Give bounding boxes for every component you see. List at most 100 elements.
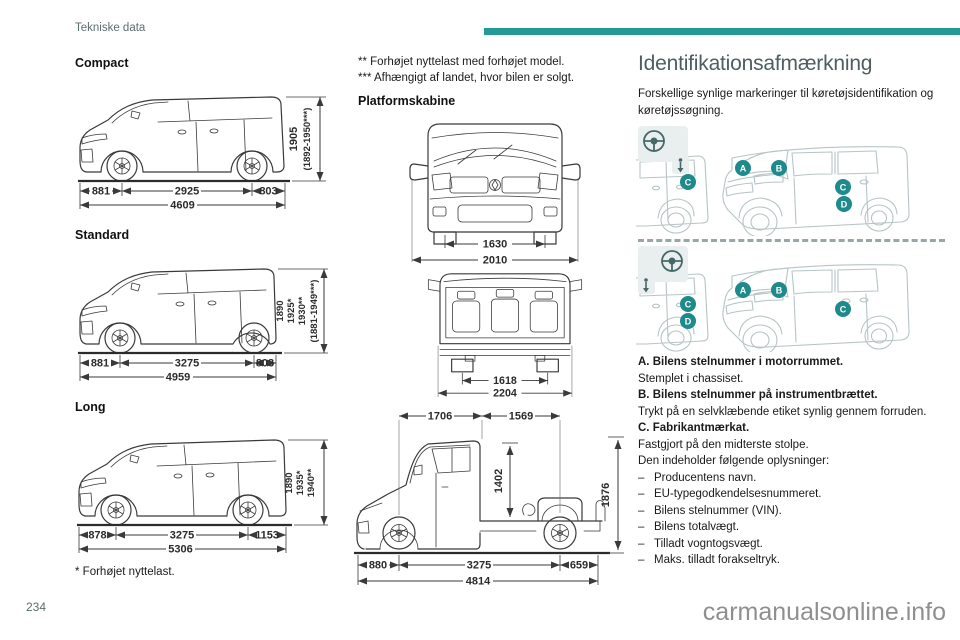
platform-cab-art (356, 440, 606, 550)
dim-total-height: 1876 (600, 483, 612, 507)
dim-rear-overhang: 803 (259, 186, 277, 198)
dash-bullet: – (638, 537, 645, 550)
dash-bullet: – (638, 554, 645, 566)
hood-arrow-icon (677, 158, 684, 173)
front-view-dimensions: 1630 2010 (411, 180, 579, 267)
svg-text:A: A (740, 163, 747, 173)
dim-front-overhang: 880 (369, 560, 387, 572)
hood-arrow-icon (643, 278, 649, 293)
list-item: – Producentens navn. (638, 470, 945, 487)
list-item: – Tilladt vogntogsvægt. (638, 536, 945, 553)
standard-diagram: 881 3275 803 4959 1890 1925* 1930** (188… (78, 268, 328, 384)
svg-text:A: A (740, 285, 747, 295)
page-number: 234 (26, 600, 47, 614)
main-van-outline (722, 264, 910, 352)
dash-bullet: – (638, 471, 645, 484)
rear-view-diagram: 1618 2204 (427, 273, 583, 399)
main-van-outline (722, 146, 910, 236)
dim-rear-overhang: 659 (570, 560, 588, 572)
dim-total-length: 4609 (170, 200, 194, 212)
accent-bar (484, 28, 960, 35)
dim-height-2: 1925* (286, 298, 297, 323)
item-b-label: B. Bilens stelnummer på instrumentbrætte… (638, 389, 878, 401)
dim-width: 2204 (493, 388, 517, 399)
watermark: carmanualsonline.info (702, 598, 946, 626)
marker-a: A (735, 282, 751, 298)
dim-height-4: (1881-1949***) (309, 280, 320, 343)
dim-wheelbase: 3275 (467, 560, 491, 572)
dim-wheelbase: 3275 (175, 358, 199, 370)
running-header: Tekniske data (75, 22, 146, 34)
identification-diagram-lhd: A B C C D (636, 126, 910, 236)
platform-title: Platformskabine (358, 94, 456, 108)
cab-rear-art (427, 273, 583, 373)
dim-height-2: (1892-1950***) (302, 108, 313, 171)
svg-text:D: D (841, 199, 848, 209)
seats (452, 288, 558, 333)
dashed-separator (638, 239, 945, 242)
list-item: – Maks. tilladt forakseltryk. (638, 552, 945, 569)
list-item: – Bilens totalvægt. (638, 519, 945, 536)
item-a-label: A. Bilens stelnummer i motorrummet. (638, 356, 844, 368)
van-side-art (79, 268, 277, 354)
svg-text:C: C (840, 304, 847, 314)
list-item-text: Producentens navn. (654, 471, 757, 484)
item-b: B. Bilens stelnummer på instrumentbrætte… (638, 387, 945, 420)
marker-c-left: C (680, 174, 696, 190)
compact-title: Compact (75, 56, 129, 70)
long-diagram: 878 3275 1153 5306 1890 1935* 1940** (77, 439, 328, 556)
dim-cab-length: 1706 (428, 411, 452, 423)
dim-height-2: 1935* (295, 470, 306, 495)
dim-height-1: 1890 (275, 300, 286, 321)
marker-c-right: C (835, 301, 851, 317)
list-item: – Bilens stelnummer (VIN). (638, 503, 945, 520)
dash-bullet: – (638, 504, 645, 517)
rear-view-dimensions: 1618 2204 (437, 345, 573, 399)
svg-text:D: D (685, 316, 692, 326)
list-item-text: Bilens totalvægt. (654, 521, 740, 533)
marker-b: B (771, 282, 787, 298)
platform-cab-dimensions: 1706 1569 1402 1876 880 3275 659 4814 (357, 411, 624, 588)
dim-rear-overhang: 803 (256, 358, 274, 370)
dim-wheelbase: 2925 (175, 186, 199, 198)
dim-platform-height: 1402 (493, 469, 505, 493)
dim-rear-length: 1569 (509, 411, 533, 423)
svg-text:B: B (776, 163, 783, 173)
dim-height-1: 1905 (288, 127, 300, 151)
marker-d-left: D (680, 313, 696, 329)
item-b-text: Trykt på en selvklæbende etiket synlig g… (638, 405, 927, 418)
svg-text:C: C (840, 182, 847, 192)
platform-cab-diagram: 1706 1569 1402 1876 880 3275 659 4814 (354, 411, 624, 588)
svg-text:B: B (776, 285, 783, 295)
long-dimensions: 878 3275 1153 5306 1890 1935* 1940** (78, 439, 328, 556)
item-a: A. Bilens stelnummer i motorrummet. Stem… (638, 354, 945, 387)
left-van-outline (636, 155, 709, 234)
steering-wheel-icon (661, 250, 683, 272)
compact-dimensions: 881 2925 803 4609 1905 (1892-1950***) (79, 96, 326, 212)
svg-text:C: C (685, 177, 692, 187)
compact-diagram: 881 2925 803 4609 1905 (1892-1950***) (78, 96, 326, 212)
dim-height-3: 1930** (297, 296, 308, 325)
dim-rear-overhang: 1153 (255, 530, 279, 542)
item-c: C. Fabrikantmærkat. Fastgjort på den mid… (638, 420, 945, 453)
dim-width: 2010 (483, 255, 507, 267)
dash-bullet: – (638, 488, 645, 500)
dim-track: 1618 (493, 375, 517, 387)
dash-bullet: – (638, 521, 645, 533)
item-c-text: Fastgjort på den midterste stolpe. (638, 438, 809, 451)
footnote-1: * Forhøjet nyttelast. (75, 566, 175, 578)
list-item: – EU-typegodkendelsesnummeret. (638, 486, 945, 503)
list-item-text: Maks. tilladt forakseltryk. (654, 554, 780, 566)
dim-track: 1630 (483, 239, 507, 251)
dim-height-3: 1940** (306, 468, 317, 497)
marker-d-right: D (836, 196, 852, 212)
dim-wheelbase: 3275 (170, 530, 194, 542)
dim-total-length: 5306 (168, 544, 192, 556)
dim-total-length: 4959 (166, 372, 190, 384)
identification-diagram-rhd: A B C D C (636, 246, 910, 352)
item-c-label: C. Fabrikantmærkat. (638, 422, 750, 434)
section-title: Identifikationsafmærkning (638, 52, 873, 75)
dim-front-overhang: 878 (88, 530, 106, 542)
steering-wheel-icon (643, 130, 665, 152)
